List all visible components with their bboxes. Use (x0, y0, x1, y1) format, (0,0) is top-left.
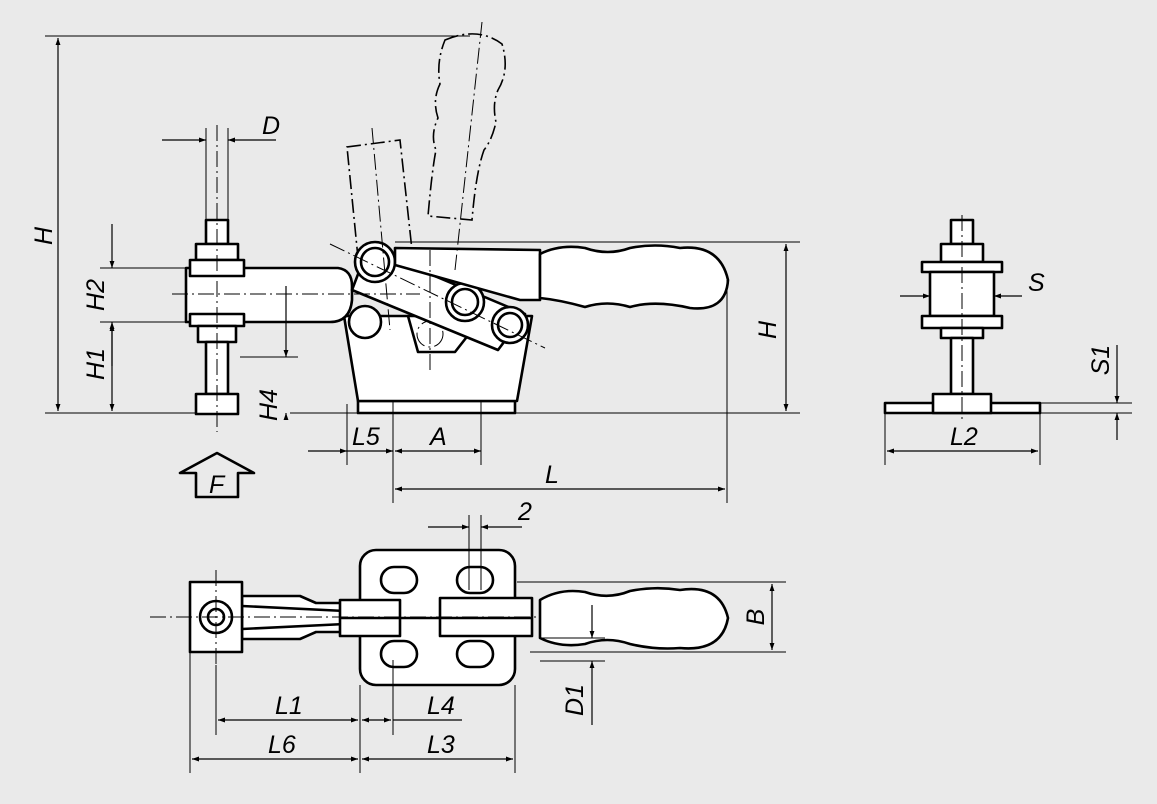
front-view: S S1 L2 (883, 215, 1132, 465)
label-H4: H4 (255, 389, 283, 421)
cl-handle (329, 243, 546, 349)
label-L3: L3 (427, 731, 455, 759)
handle-grip (538, 244, 730, 310)
label-L2: L2 (950, 423, 978, 451)
pivot-4-inner (496, 311, 524, 339)
slot-top-left (379, 565, 419, 595)
top-handle-grip (538, 586, 730, 650)
clamping-arm (184, 266, 354, 324)
label-D: D (262, 112, 280, 140)
label-H1: H1 (82, 348, 110, 380)
label-H2: H2 (82, 279, 110, 311)
pivot-3-inner (450, 287, 480, 317)
label-L4: L4 (427, 692, 455, 720)
label-A: A (428, 423, 447, 451)
label-L5: L5 (352, 423, 380, 451)
base-plate (356, 399, 517, 415)
force-arrow-icon (178, 451, 256, 499)
label-F: F (209, 471, 226, 499)
slot-bottom-right (455, 639, 495, 669)
label-B: B (742, 609, 770, 626)
slot-top-right (455, 565, 495, 595)
label-D1: D1 (561, 684, 589, 716)
label-S1: S1 (1087, 345, 1115, 376)
label-L1: L1 (275, 692, 303, 720)
label-L6: L6 (268, 731, 296, 759)
label-S: S (1028, 269, 1045, 297)
side-view: F H D H2 H1 H4 L5 A L (30, 21, 800, 503)
label-H-right: H (754, 320, 782, 339)
top-arm-inner-1 (241, 604, 346, 613)
top-arm-inner-2 (241, 622, 346, 631)
slot-bottom-left (379, 639, 419, 669)
pivot-2 (347, 304, 383, 340)
top-view: 2 B D1 L1 L4 L6 L3 (150, 498, 786, 773)
label-2: 2 (517, 498, 532, 526)
cl-lever (371, 127, 391, 331)
label-L: L (545, 461, 559, 489)
cl-phantom (454, 21, 483, 271)
handle-stem (393, 246, 542, 302)
phantom-open-lever (346, 33, 506, 259)
label-H-overall: H (30, 226, 58, 245)
